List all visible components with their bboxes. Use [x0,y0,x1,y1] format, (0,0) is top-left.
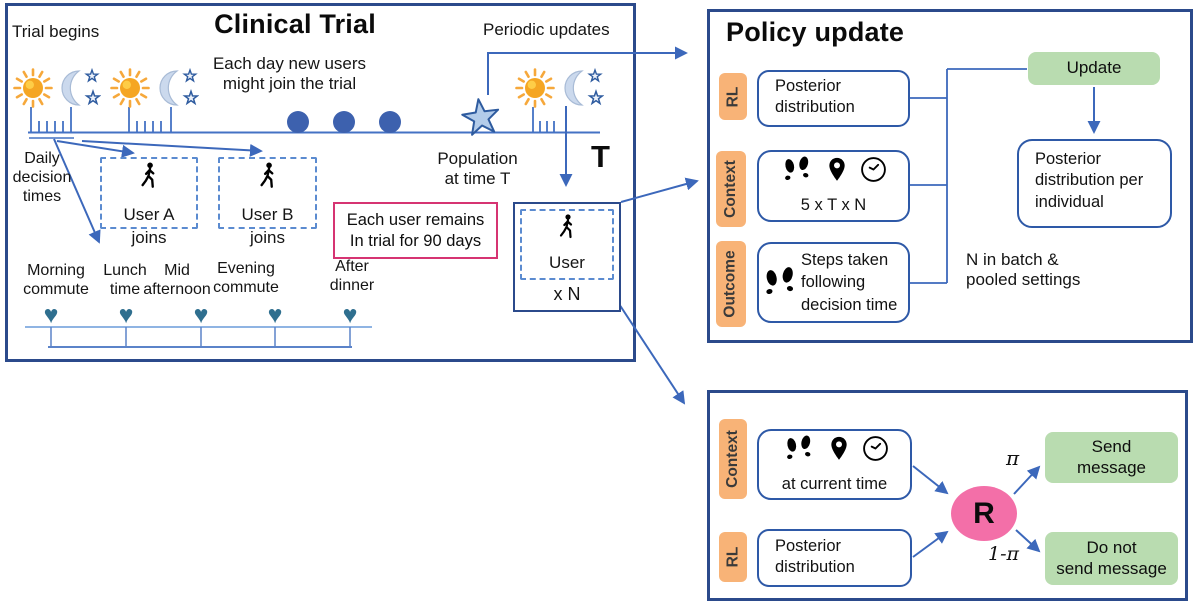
posterior-distribution-text: Posterior distribution [775,537,855,577]
user-a-box [100,157,198,229]
new-user-dot [287,111,309,133]
policy-update-panel [707,9,1193,343]
context-label: Context [719,419,747,499]
clinical-trial-title: Clinical Trial [214,9,376,39]
decision-time-label: Evening commute [213,260,279,296]
moon-stars-icon [159,67,199,106]
sun-icon [13,68,53,108]
user-label: User [549,253,585,272]
daily-decision-times-label: Daily decision times [12,150,72,205]
user-b-name: User B [241,205,294,224]
update-star-icon [461,98,500,136]
walking-person-icon [141,162,155,188]
outcome-label: Outcome [716,241,746,327]
randomization-node: R [951,486,1017,541]
population-label: Population at time T [437,149,518,189]
walking-person-icon [559,214,573,239]
decision-time-label: After dinner [329,258,375,294]
update-box: Update [1028,52,1160,85]
current-context-icons [768,435,903,462]
context-label: Context [716,151,746,227]
sun-icon [110,68,150,108]
sun-icon [515,68,555,108]
new-user-dot [333,111,355,133]
decision-time-label: Mid afternoon [143,262,211,298]
posterior-individual-text: Posterior distribution per individual [1035,150,1144,211]
context-icons [768,156,899,183]
rl-label: RL [719,532,747,582]
moon-stars-icon [61,67,101,106]
outcome-box [757,242,910,323]
outcome-text: Steps taken following decision time [801,251,898,314]
user-b-box [218,157,317,229]
posterior-distribution-box [757,529,912,587]
user-template-box [520,209,614,280]
heart-icon: ♥ [342,301,358,329]
moon-stars-icon [564,67,604,106]
rl-label: RL [719,73,747,120]
heart-icon: ♥ [118,301,134,329]
do-not-send-message-box: Do not send message [1045,532,1178,585]
new-user-dot [379,111,401,133]
send-message-box: Send message [1045,432,1178,483]
walking-person-icon [260,162,274,188]
decision-time-label: Lunch time [103,262,147,298]
clock-icon [863,436,888,461]
heart-icon: ♥ [267,301,283,329]
horizon-T-label: T [591,139,610,174]
user-a-name: User A [123,205,175,224]
new-users-note: Each day new users might join the trial [212,54,367,94]
one-minus-pi-label: 1-π [988,543,1019,565]
retention-note: Each user remains In trial for 90 days [333,202,498,259]
user-b-joins: joins [250,228,285,247]
footprints-icon [766,267,794,295]
heart-icon: ♥ [193,301,209,329]
batch-pooled-note: N in batch & pooled settings [966,250,1081,290]
policy-update-title: Policy update [726,17,905,47]
trial-begins-label: Trial begins [12,22,100,41]
heart-icon: ♥ [43,301,59,329]
periodic-updates-label: Periodic updates [483,20,610,39]
user-a-joins: joins [131,228,167,247]
pi-probability-label: π [1006,446,1020,470]
posterior-distribution-box [757,70,910,127]
footprints-icon [785,156,809,181]
clock-icon [861,157,886,182]
times-n-label: x N [553,284,581,304]
posterior-distribution-text: Posterior distribution [775,77,855,117]
footprints-icon [787,435,811,460]
decision-time-label: Morning commute [23,262,89,298]
location-pin-icon [829,157,845,181]
current-time-text: at current time [781,475,888,493]
location-pin-icon [831,436,847,460]
posterior-individual-box [1017,139,1172,228]
context-dimension-text: 5 x T x N [800,196,867,214]
action-selection-panel [707,390,1188,601]
